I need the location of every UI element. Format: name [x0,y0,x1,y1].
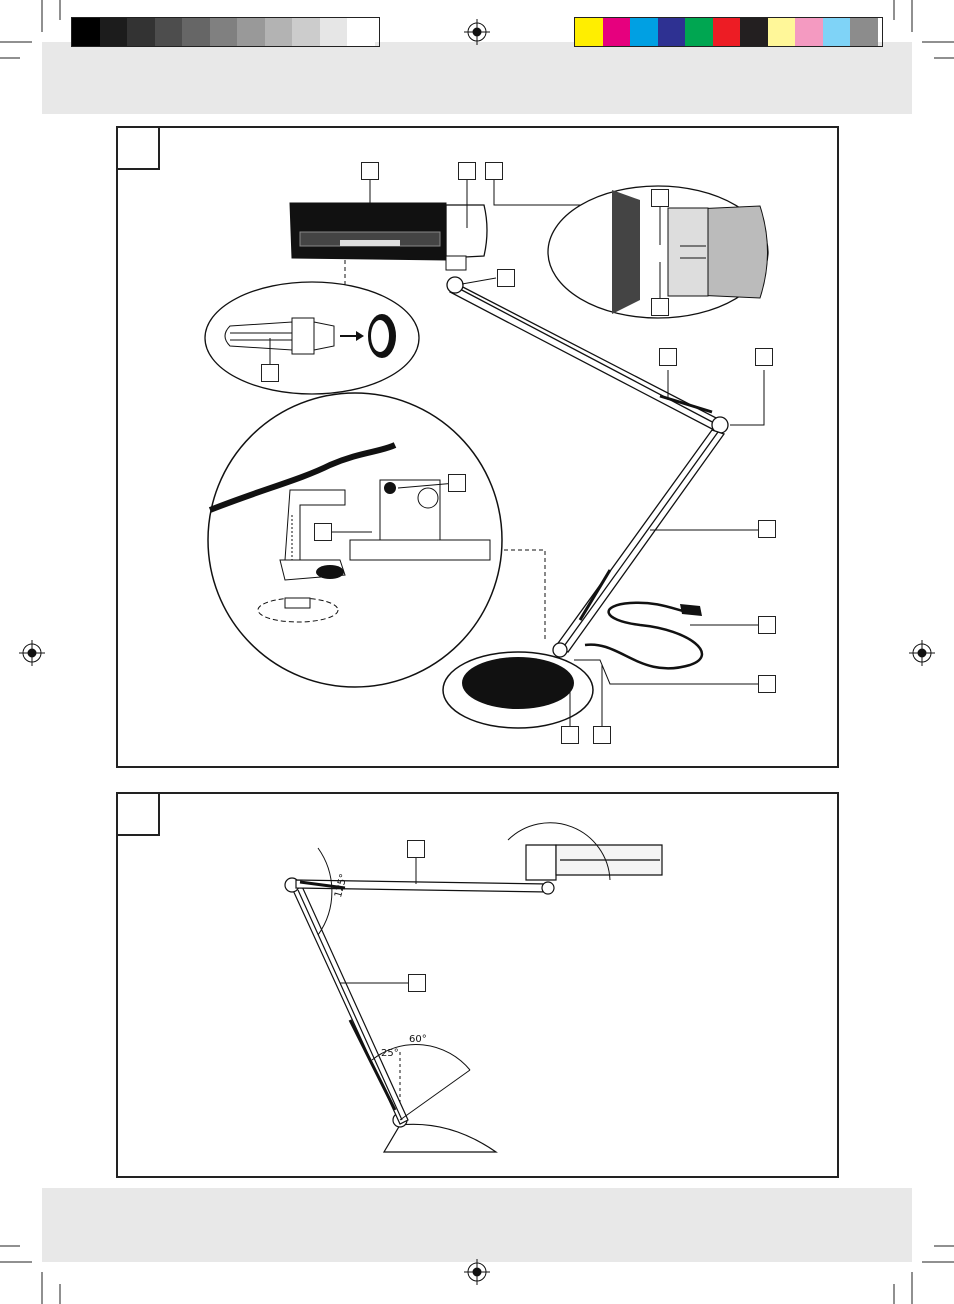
callout-box [755,348,773,366]
figure-1-leaders [269,180,765,732]
callout-box [593,726,611,744]
figure-1-number-tab [116,126,160,170]
color-swatch [850,18,878,46]
callout-box [497,269,515,287]
callout-box [561,726,579,744]
figure-2-leaders [340,858,417,984]
figure-2-number-tab [116,792,160,836]
color-swatch [685,18,713,46]
dashed-connector [497,549,546,640]
lamp-base [442,651,594,729]
color-swatch [575,18,603,46]
lamp-lower-arm [552,429,726,658]
figure-2-angle-arcs [317,822,611,1121]
callout-box [651,298,669,316]
process-color-bar [574,17,883,47]
color-swatch [292,18,320,46]
color-swatch [72,18,100,46]
callout-box [407,840,425,858]
color-swatch [657,18,685,46]
power-plug [680,604,702,616]
angle-label-base-inner: 25° [381,1048,399,1059]
grayscale-bar [71,17,380,47]
callout-box [758,616,776,634]
color-swatch [209,18,237,46]
color-swatch [712,18,740,46]
color-swatch [237,18,265,46]
color-swatch [264,18,292,46]
callout-box [659,348,677,366]
lamp-head-shade [289,202,488,271]
color-swatch [347,18,375,46]
callout-box [485,162,503,180]
color-swatch [602,18,630,46]
callout-box [361,162,379,180]
color-swatch [154,18,182,46]
color-swatch [795,18,823,46]
figure-2-lamp [284,844,663,1153]
callout-box [448,474,466,492]
clamp-detail-circle [207,392,503,688]
callout-box [314,523,332,541]
color-swatch [319,18,347,46]
color-swatch [182,18,210,46]
top-margin-band [42,42,912,114]
angle-label-base-outer: 60° [409,1034,427,1045]
color-swatch [99,18,127,46]
color-swatch [822,18,850,46]
color-swatch [767,18,795,46]
color-swatch [740,18,768,46]
callout-box [758,675,776,693]
color-swatch [630,18,658,46]
figure-2-frame [116,792,839,1178]
registration-marks [19,19,935,1285]
bulb-detail-bubble [204,281,420,395]
socket-detail-bubble [547,185,769,319]
callout-box [758,520,776,538]
color-swatch [127,18,155,46]
callout-box [458,162,476,180]
callout-box [651,189,669,207]
callout-box [408,974,426,992]
power-cable [584,601,704,670]
bottom-margin-band [42,1188,912,1262]
callout-box [261,364,279,382]
